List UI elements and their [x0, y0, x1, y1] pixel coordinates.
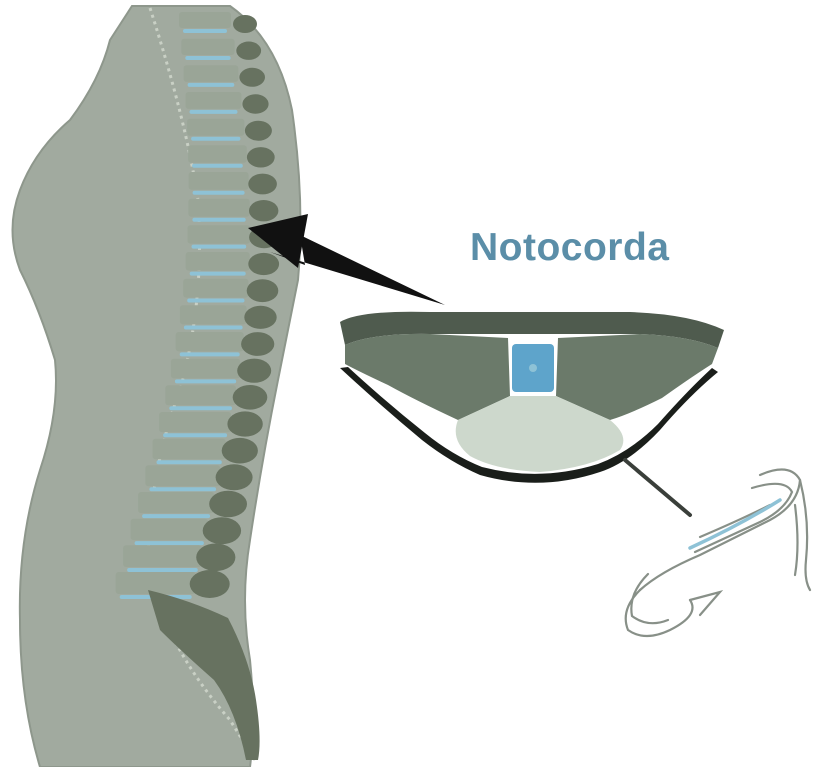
vertebra — [187, 119, 244, 136]
spinous-process — [241, 332, 274, 356]
spinous-process — [216, 464, 253, 490]
vertebra — [171, 359, 240, 379]
embryo-cross-section — [340, 312, 724, 483]
vertebra — [186, 252, 250, 271]
notochord-label: Notocorda — [470, 226, 670, 270]
intervertebral-disc — [169, 406, 232, 410]
embryo-sketch — [626, 470, 810, 636]
vertebra — [138, 492, 214, 513]
vertebra — [176, 332, 244, 351]
intervertebral-disc — [191, 137, 240, 141]
intervertebral-disc — [135, 541, 204, 545]
vertebra — [184, 65, 239, 82]
intervertebral-disc — [157, 460, 222, 464]
spinous-process — [248, 174, 277, 195]
embryo-notochord — [690, 500, 780, 548]
spinous-process — [242, 94, 268, 113]
intervertebral-disc — [188, 83, 235, 87]
vertebra — [153, 439, 226, 460]
vertebra — [159, 412, 231, 432]
spinous-process — [249, 200, 278, 221]
vertebra — [145, 465, 220, 486]
vertebra — [179, 12, 231, 28]
spinous-process — [247, 279, 279, 302]
embryo-leader-line — [625, 460, 690, 515]
intervertebral-disc — [142, 514, 210, 518]
spinous-process — [237, 359, 271, 383]
intervertebral-disc — [185, 56, 230, 60]
vertebra — [181, 39, 234, 55]
spinous-process — [247, 147, 275, 167]
intervertebral-disc — [127, 568, 198, 572]
intervertebral-disc — [180, 352, 240, 356]
spinous-process — [236, 42, 261, 60]
vertebra — [116, 572, 196, 594]
intervertebral-disc — [190, 110, 238, 114]
vertebra — [183, 279, 248, 298]
vertebra — [186, 92, 242, 109]
intervertebral-disc — [192, 218, 245, 222]
spinous-process — [233, 15, 257, 33]
spinous-process — [190, 570, 230, 598]
spinous-process — [196, 544, 235, 572]
spinous-process — [239, 68, 265, 87]
vertebra — [131, 519, 208, 540]
intervertebral-disc — [175, 379, 236, 383]
notochord-center-dot — [529, 364, 537, 372]
intervertebral-disc — [183, 29, 227, 33]
spinous-process — [203, 517, 241, 544]
vertebra — [188, 225, 251, 243]
vertebra — [188, 199, 249, 217]
intervertebral-disc — [187, 299, 244, 303]
spinous-process — [209, 491, 247, 518]
intervertebral-disc — [184, 326, 243, 330]
spinous-process — [244, 306, 276, 329]
intervertebral-disc — [149, 487, 216, 491]
spinous-process — [245, 121, 272, 141]
vertebra — [123, 545, 202, 567]
cross-section-left-wing — [345, 334, 510, 420]
vertebra — [188, 145, 247, 162]
spinous-process — [222, 438, 258, 464]
intervertebral-disc — [163, 433, 227, 437]
spinous-process — [227, 411, 262, 436]
vertebra — [165, 385, 236, 405]
spinous-process — [233, 385, 268, 410]
intervertebral-disc — [192, 164, 243, 168]
intervertebral-disc — [193, 191, 245, 195]
vertebra — [189, 172, 249, 190]
spinous-process — [248, 253, 279, 275]
vertebra — [180, 305, 247, 324]
intervertebral-disc — [190, 272, 246, 276]
intervertebral-disc — [192, 245, 247, 249]
